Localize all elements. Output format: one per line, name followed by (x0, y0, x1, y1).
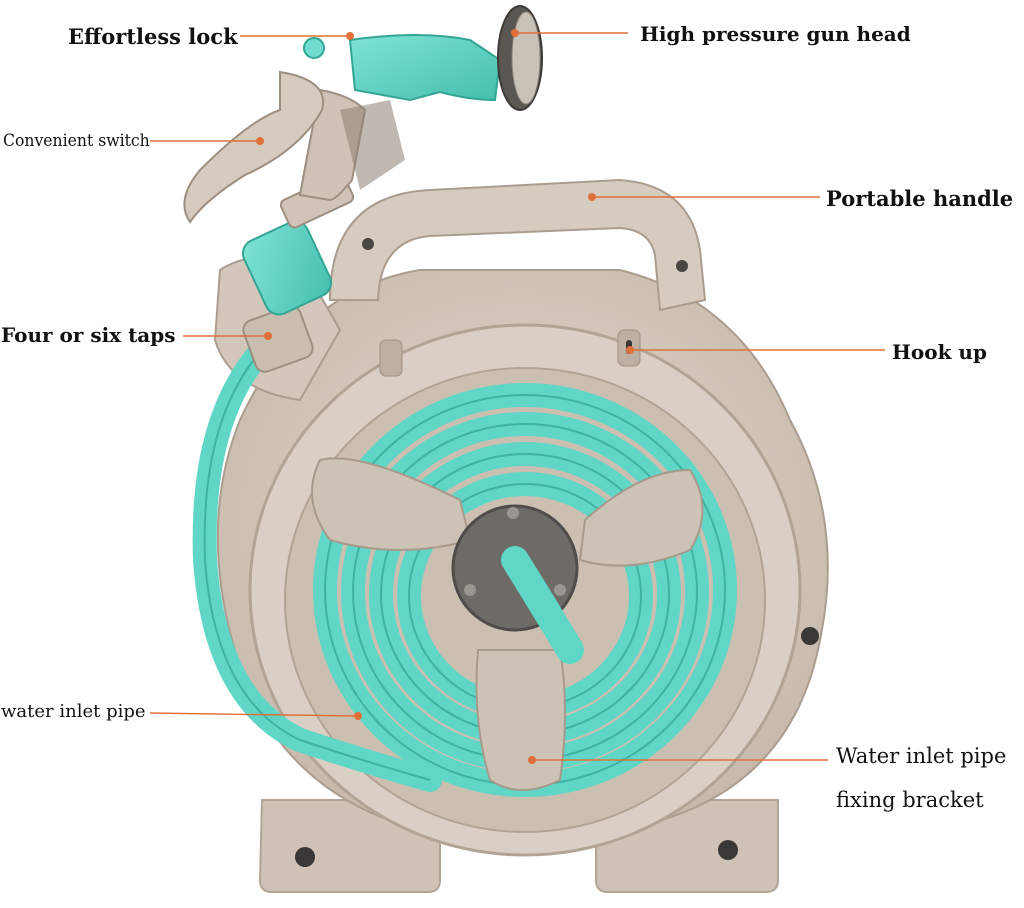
label-portable-handle: Portable handle (826, 186, 1014, 211)
hose-coupling (241, 220, 333, 316)
lock-button (303, 37, 325, 59)
spray-gun-body (348, 34, 502, 102)
portable-handle-shape (328, 178, 707, 312)
spray-gun-trigger (183, 70, 325, 224)
hub-screw-1 (507, 507, 519, 519)
label-water-inlet-pipe: water inlet pipe (1, 701, 146, 722)
external-hose-edge (203, 349, 431, 781)
label-effortless-lock: Effortless lock (68, 24, 238, 49)
handle-screw-left (362, 238, 374, 250)
label-hook-up: Hook up (892, 340, 987, 364)
leader-dots (256, 29, 634, 764)
tap-connector (242, 305, 314, 373)
label-gun-head: High pressure gun head (640, 22, 911, 46)
label-bracket-line2: fixing bracket (836, 788, 984, 812)
label-four-six-taps: Four or six taps (1, 323, 176, 347)
hook-slot-left (379, 339, 403, 377)
hub-hose-exit (501, 546, 584, 664)
reel-spokes (311, 457, 704, 791)
gun-head-face (511, 11, 541, 105)
label-bracket-line1: Water inlet pipe (836, 744, 1007, 768)
body-side-hole-right (801, 627, 819, 645)
hub-screw-2 (464, 584, 476, 596)
right-foot-hole (718, 840, 738, 860)
hub-screw-3 (554, 584, 566, 596)
grip-ribs (340, 100, 405, 190)
label-convenient-switch: Convenient switch (3, 131, 150, 151)
left-foot-hole (295, 847, 315, 867)
handle-screw-right (676, 260, 688, 272)
leader-lines (149, 32, 885, 761)
